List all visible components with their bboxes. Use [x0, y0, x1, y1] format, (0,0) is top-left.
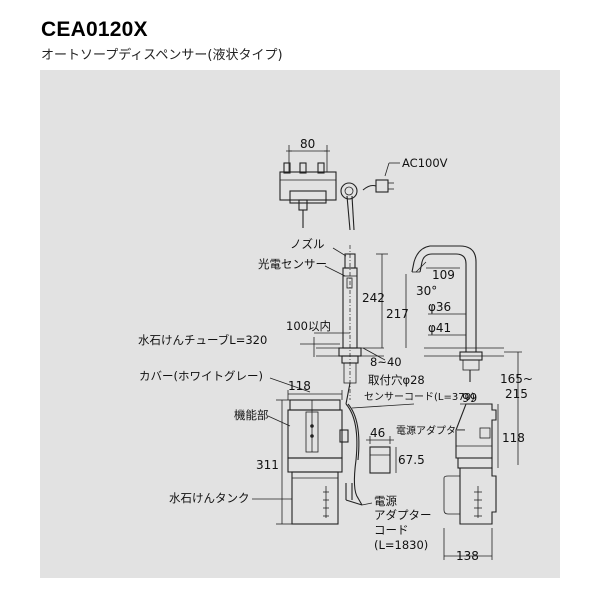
dim-67-5: 67.5: [398, 453, 425, 467]
dispenser-spout-side: [411, 245, 504, 382]
dim-46: 46: [370, 426, 385, 440]
dim-215: 215: [505, 387, 528, 401]
under-sink-unit-side: [443, 403, 497, 525]
dim-100-within: 100以内: [286, 319, 331, 333]
dim-phi41: φ41: [428, 321, 451, 335]
power-adapter: [366, 436, 397, 474]
label-power-adapter: 電源アダプター: [396, 424, 466, 437]
label-cover: カバー(ホワイトグレー): [139, 369, 263, 383]
dim-217: 217: [386, 307, 409, 321]
dim-80: 80: [300, 137, 315, 151]
dim-138: 138: [456, 549, 479, 563]
dim-30-deg: 30°: [416, 284, 437, 298]
label-photo-sensor: 光電センサー: [258, 257, 327, 271]
under-sink-unit: [287, 399, 363, 525]
technical-drawing-panel: 80 AC100V ノズル 光電センサー 242 100以内 8~40 取付穴φ…: [40, 70, 560, 578]
label-adapter-cord-2: アダプター: [374, 508, 432, 522]
dim-109: 109: [432, 268, 455, 282]
model-number: CEA0120X: [41, 18, 148, 41]
dispenser-spout-front: [316, 245, 384, 405]
label-adapter-cord-3: コード: [374, 523, 409, 537]
technical-drawing: 80 AC100V ノズル 光電センサー 242 100以内 8~40 取付穴φ…: [138, 137, 533, 563]
dim-118-side: 118: [502, 431, 525, 445]
label-sensor-cord: センサーコード(L=370): [364, 391, 475, 403]
dim-8-40: 8~40: [370, 355, 402, 369]
dim-242: 242: [362, 291, 385, 305]
label-soap-tank: 水石けんタンク: [169, 491, 250, 505]
label-soap-tube: 水石けんチューブL=320: [138, 333, 267, 347]
label-nozzle: ノズル: [290, 237, 325, 251]
product-subtitle: オートソープディスペンサー(液状タイプ): [41, 48, 283, 63]
dim-311: 311: [256, 458, 279, 472]
dim-165: 165~: [500, 372, 533, 386]
plug-transformer-assembly: [279, 145, 400, 231]
dim-phi36: φ36: [428, 300, 451, 314]
label-function-unit: 機能部: [234, 408, 269, 422]
dim-99: 99: [462, 391, 477, 405]
label-mount-hole: 取付穴φ28: [368, 373, 425, 387]
label-adapter-cord-1: 電源: [374, 494, 397, 508]
label-ac100v: AC100V: [402, 156, 448, 170]
dim-118-top: 118: [288, 379, 311, 393]
label-adapter-cord-4: (L=1830): [374, 538, 428, 552]
